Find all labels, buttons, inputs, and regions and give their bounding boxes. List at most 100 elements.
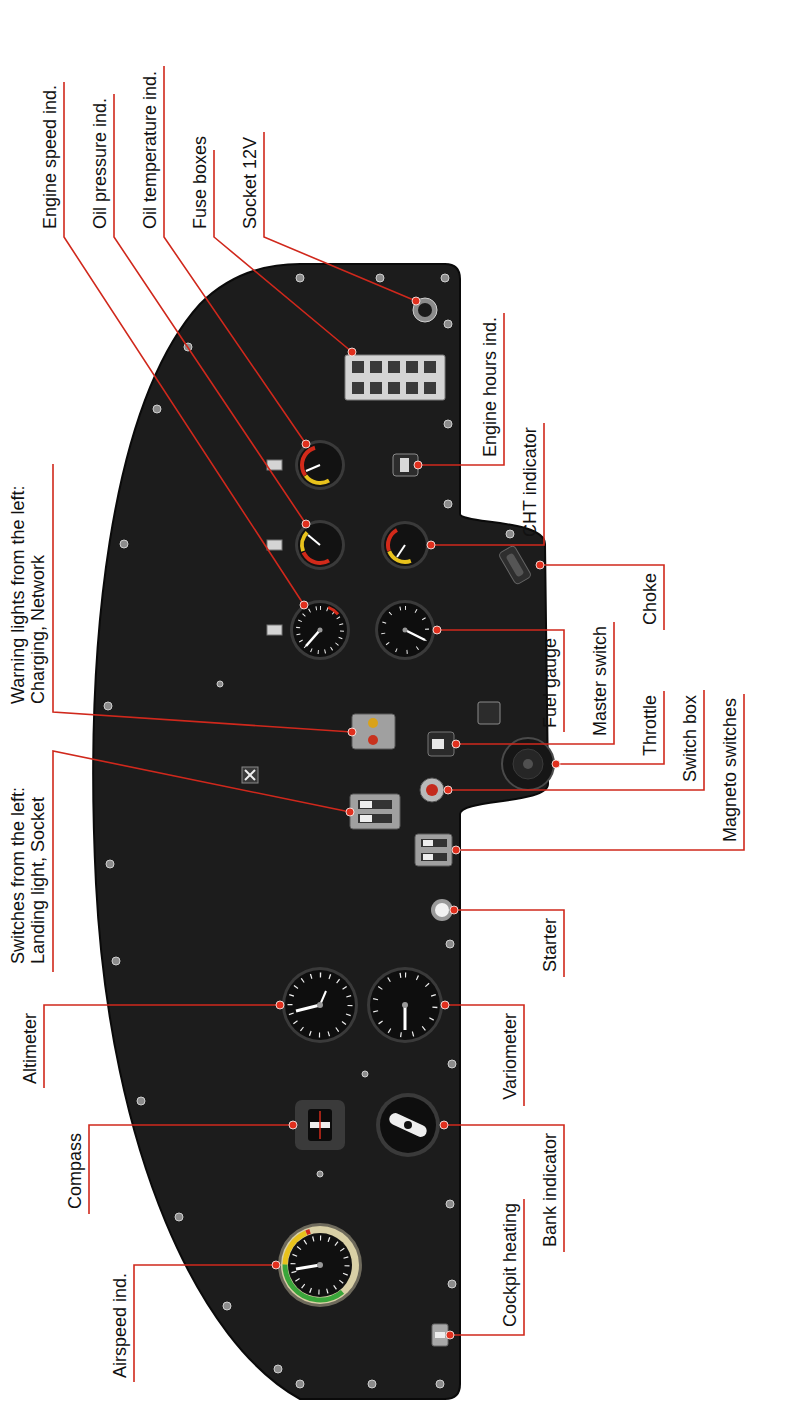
- engine-speed-indicator: [306, 630, 320, 646]
- leader-dot: [427, 541, 435, 549]
- oil-pressure-indicator: [295, 520, 345, 570]
- fuse-box: [370, 382, 382, 394]
- oil-pressure-indicator: [295, 520, 345, 570]
- part-label: Switch box: [680, 695, 700, 782]
- panel-screw: [175, 1213, 183, 1221]
- panel-screw: [120, 540, 128, 548]
- variometer: [367, 967, 443, 1043]
- part-label: Compass: [65, 1133, 85, 1209]
- panel-screw: [368, 1380, 376, 1388]
- leader-dot: [444, 786, 452, 794]
- leader-dot: [276, 1001, 284, 1009]
- magneto-switches: [415, 834, 452, 866]
- variometer: [370, 970, 440, 1040]
- variometer: [367, 967, 443, 1043]
- leader-line: [454, 910, 564, 977]
- part-label: Airspeed ind.: [110, 1273, 130, 1378]
- leader-line: [445, 1005, 524, 1106]
- cht-indicator: [397, 545, 405, 557]
- label-box: Warning lights from the left: Charging, …: [8, 464, 48, 704]
- master-switch: [428, 732, 454, 756]
- panel-screw: [436, 1380, 444, 1388]
- leader-line: [448, 690, 704, 790]
- leader-line: [53, 464, 352, 732]
- engine-hours-indicator: [400, 458, 409, 472]
- part-label: Engine speed ind.: [40, 85, 60, 229]
- engine-speed-indicator: [298, 608, 342, 652]
- oil-temperature-indicator: [306, 465, 320, 471]
- leader-dot: [452, 740, 460, 748]
- panel-screw: [137, 1097, 145, 1105]
- leader-dot: [346, 808, 354, 816]
- fuse-box: [424, 361, 436, 373]
- oil-temperature-indicator: [298, 443, 342, 487]
- airspeed-indicator: [296, 1265, 320, 1269]
- warning-lamp: [267, 540, 282, 550]
- warning-lamp: [267, 460, 282, 635]
- panel-screw: [104, 274, 514, 1388]
- cht-indicator: [381, 521, 429, 569]
- magneto-switches: [423, 840, 433, 846]
- oil-temperature-indicator: [295, 440, 345, 490]
- label-box: Airspeed ind.: [110, 1273, 130, 1378]
- marker-plate: [245, 770, 255, 780]
- panel-screw: [448, 1060, 456, 1068]
- leader-dot: [272, 297, 560, 1339]
- leader-line: [44, 66, 744, 1382]
- panel-screw: [296, 1380, 304, 1388]
- compass: [319, 1111, 321, 1139]
- switch-box: [420, 778, 444, 802]
- airspeed-indicator: [281, 1226, 359, 1304]
- fuse-box: [352, 382, 364, 394]
- throttle-knob: [502, 738, 554, 790]
- warning-lamp: [267, 625, 282, 635]
- panel-screw: [104, 702, 112, 710]
- leader-dot: [302, 520, 310, 528]
- leader-dot: [536, 561, 544, 569]
- panel-screw: [444, 500, 452, 508]
- label-box: Fuse boxes: [190, 136, 210, 229]
- leader-dot: [348, 728, 356, 736]
- cht-indicator: [383, 523, 427, 567]
- panel-screw: [441, 274, 449, 282]
- cockpit-heating-switch: [435, 1332, 445, 1338]
- cht-indicator: [381, 521, 429, 569]
- airspeed-indicator: [278, 1223, 362, 1307]
- neutral-plate: [478, 702, 500, 724]
- altimeter: [282, 967, 358, 1043]
- leader-line: [264, 132, 416, 301]
- magneto-switches: [421, 839, 447, 847]
- switch-plate: [360, 801, 372, 808]
- panel-screw: [112, 957, 120, 965]
- fuel-gauge: [383, 608, 427, 652]
- fuse-box: [345, 355, 445, 400]
- choke-lever: [498, 545, 532, 585]
- leader-line: [540, 565, 664, 630]
- leader-dot: [272, 1261, 280, 1269]
- fuel-gauge: [403, 628, 408, 633]
- fuse-box: [424, 382, 436, 394]
- label-box: Engine speed ind.: [40, 85, 60, 229]
- panel-screw: [448, 1280, 456, 1288]
- panel-screw: [274, 1365, 282, 1373]
- warning-light-plate: [352, 714, 395, 749]
- leader-line: [437, 630, 564, 732]
- leader-line: [418, 313, 504, 465]
- label-box: Oil pressure ind.: [90, 98, 110, 229]
- switch-plate: [360, 815, 372, 822]
- warning-light-plate: [368, 718, 378, 728]
- part-label: Throttle: [640, 695, 660, 756]
- oil-pressure-indicator: [308, 535, 320, 545]
- leader-line: [556, 691, 664, 764]
- leader-dot: [440, 1121, 448, 1129]
- oil-temperature-indicator: [295, 440, 345, 490]
- label-box: Starter: [540, 918, 560, 972]
- label-box: Variometer: [500, 1013, 520, 1100]
- fuel-gauge: [405, 630, 425, 640]
- airspeed-indicator: [274, 1219, 366, 1311]
- leader-dot: [348, 348, 356, 356]
- leader-dot: [433, 626, 441, 634]
- label-box: Engine hours ind.: [480, 317, 500, 457]
- leader-dot: [300, 601, 308, 609]
